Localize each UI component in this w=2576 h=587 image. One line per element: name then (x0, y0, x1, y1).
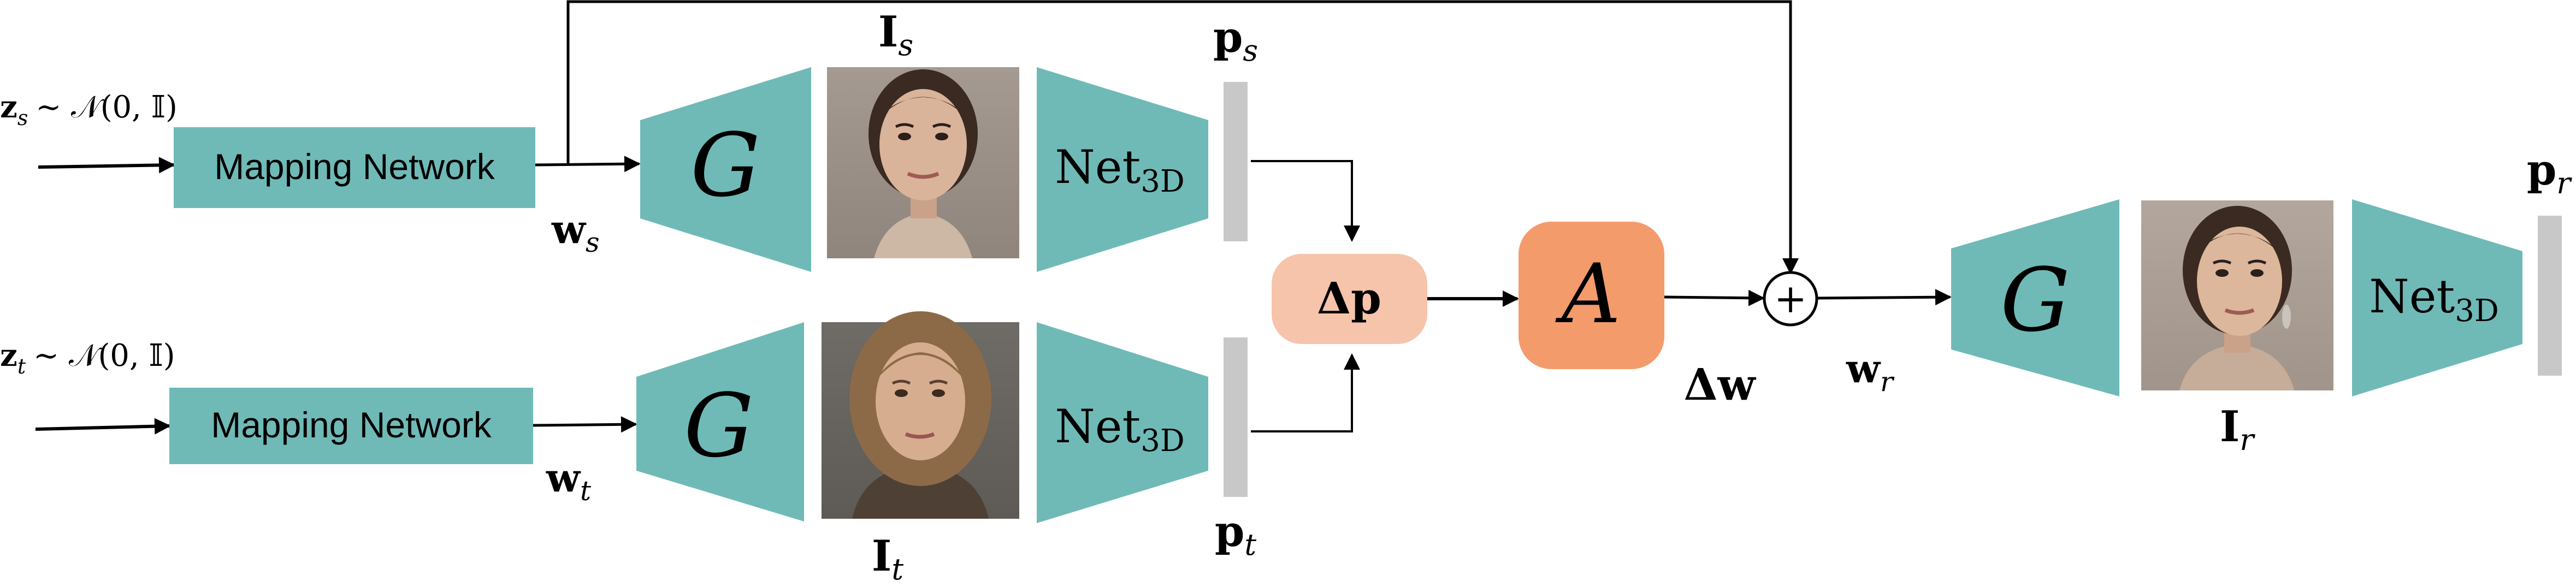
source-image-label: Is (878, 7, 913, 62)
target-net3d-label: Net3D (1055, 400, 1185, 459)
source-noise-label: zs∼ 𝒩(0, 𝕀) (0, 89, 178, 130)
source-mapping-network-label: Mapping Network (214, 146, 495, 187)
result-face-image (2141, 200, 2333, 390)
result-generator-label: G (2000, 249, 2070, 351)
a-block (1519, 222, 1664, 369)
result-branch: G Ir Net3D pr (1951, 145, 2572, 457)
source-face-image (827, 67, 1019, 258)
target-net3d-block (1037, 322, 1208, 523)
result-net3d-block (2352, 199, 2522, 396)
middle-section: Δp A Δw + wr (1272, 222, 1952, 410)
source-pose-label: ps (1213, 13, 1258, 68)
source-input-arrow (38, 157, 175, 174)
target-image-label: It (872, 531, 904, 586)
target-pose-to-delta-arrow (1251, 353, 1360, 432)
result-image-label: Ir (2220, 402, 2256, 457)
plus-to-generator-arrow (1816, 289, 1952, 306)
target-noise-label: zt∼ 𝒩(0, 𝕀) (0, 337, 175, 378)
target-generator-label: G (684, 375, 754, 477)
target-face-image (822, 311, 1019, 519)
result-pose-bar (2538, 216, 2562, 376)
target-input-arrow (35, 418, 171, 435)
a-block-label: A (1555, 247, 1621, 342)
source-pose-to-delta-arrow (1251, 160, 1360, 242)
source-latent-arrow (535, 156, 641, 173)
target-generator-block (636, 322, 804, 521)
source-net3d-block (1037, 67, 1208, 272)
result-latent-label: wr (1846, 345, 1895, 398)
source-generator-label: G (690, 114, 760, 216)
plus-node (1763, 271, 1818, 327)
target-latent-label: wt (546, 454, 592, 507)
source-branch: zs∼ 𝒩(0, 𝕀) Mapping Network ws G Is (0, 7, 1258, 272)
a-to-plus-arrow (1664, 289, 1765, 306)
result-net3d-label: Net3D (2369, 270, 2499, 329)
target-branch: zt∼ 𝒩(0, 𝕀) Mapping Network wt G It (0, 311, 1256, 586)
target-mapping-network-box (169, 388, 533, 464)
result-generator-block (1951, 199, 2119, 396)
source-pose-bar (1224, 82, 1248, 241)
plus-node-symbol: + (1774, 276, 1807, 322)
source-latent-label: ws (551, 206, 600, 258)
source-generator-block (640, 67, 811, 272)
delta-p-box (1272, 254, 1427, 344)
target-pose-label: pt (1215, 507, 1257, 562)
target-mapping-network-label: Mapping Network (211, 405, 492, 445)
source-net3d-label: Net3D (1055, 140, 1185, 199)
source-mapping-network-box (174, 127, 535, 208)
delta-p-label: Δp (1317, 272, 1381, 324)
target-pose-bar (1224, 337, 1248, 497)
skip-connection-arrow (566, 0, 1799, 275)
target-latent-arrow (533, 416, 637, 433)
delta-w-label: Δw (1684, 359, 1757, 410)
result-pose-label: pr (2527, 145, 2573, 200)
